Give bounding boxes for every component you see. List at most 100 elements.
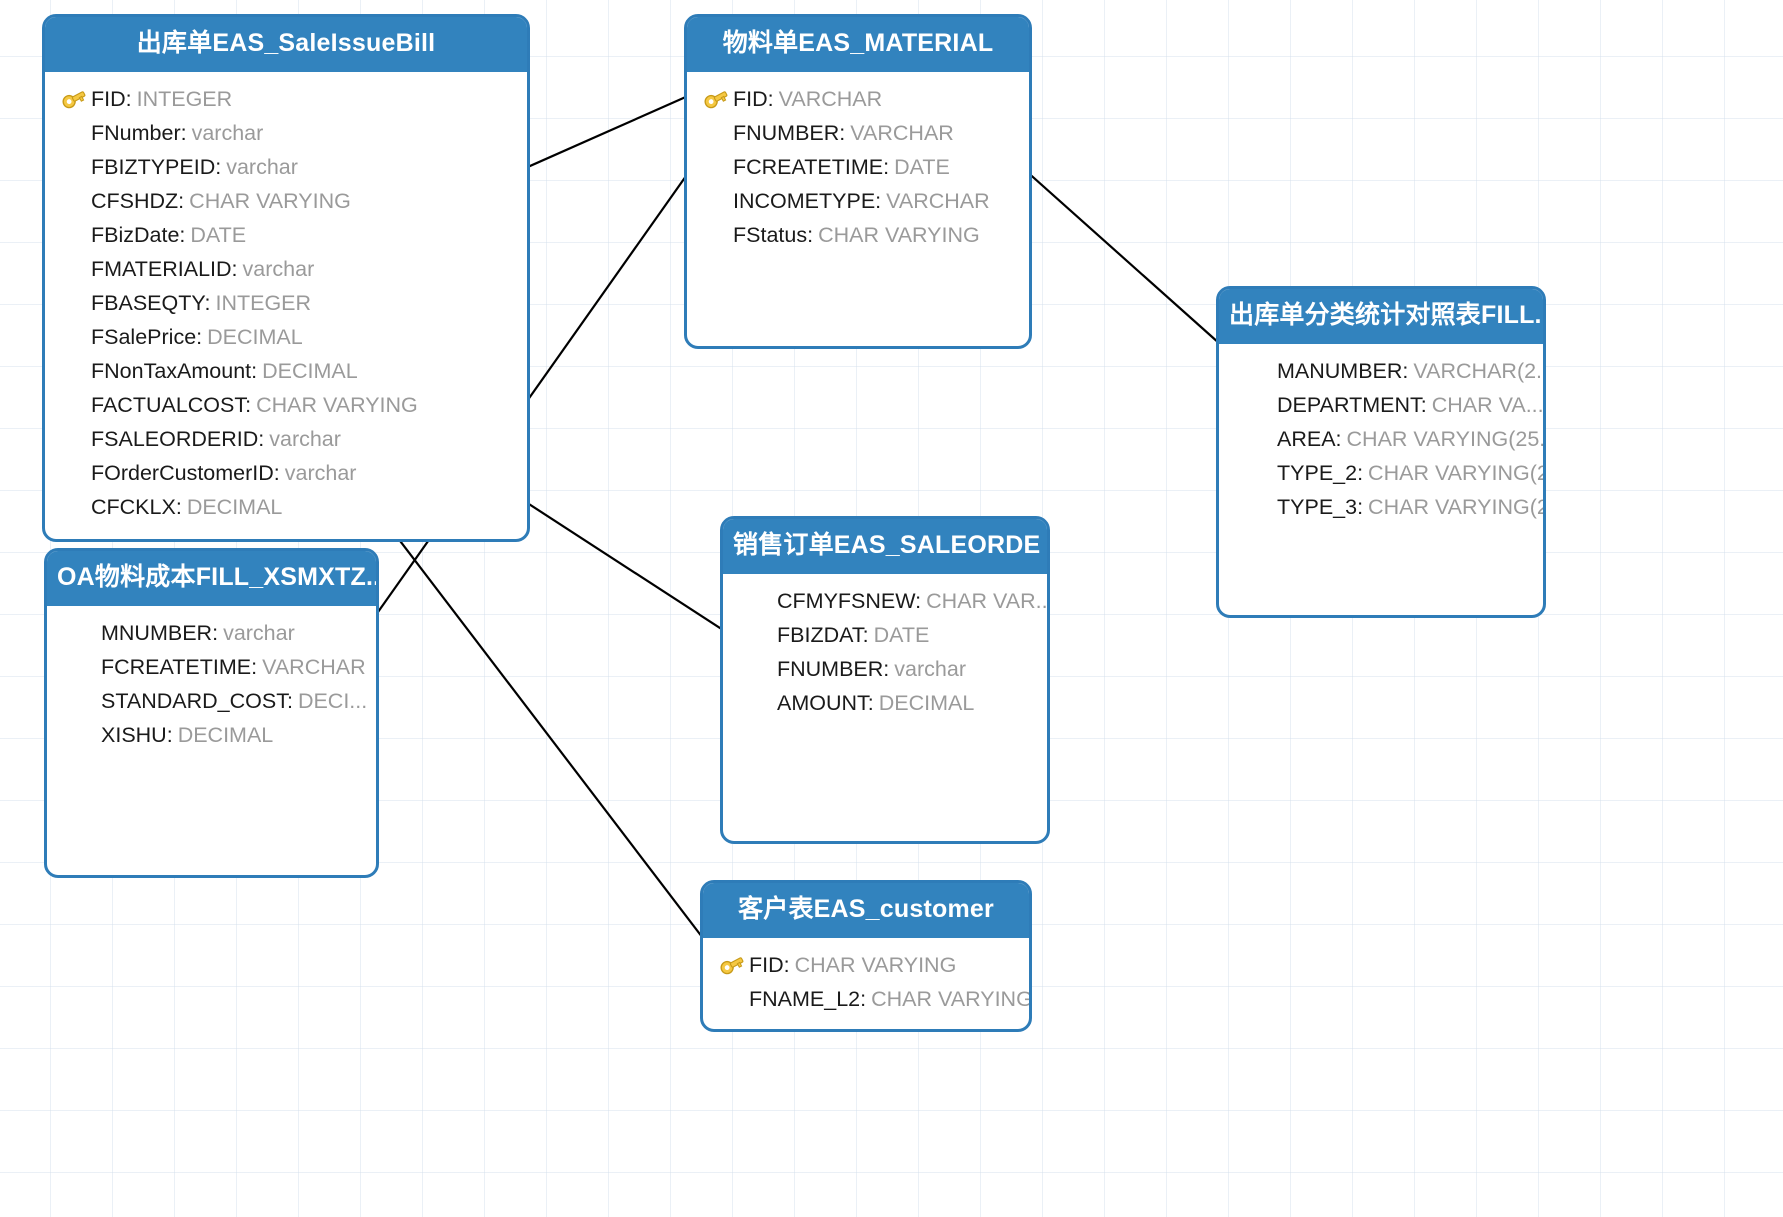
key-icon-placeholder [701, 122, 731, 144]
key-icon-placeholder [59, 360, 89, 382]
attribute-type: CHAR VARYING [256, 392, 418, 417]
attribute-row[interactable]: FNUMBER:VARCHAR [693, 116, 1023, 150]
key-icon-placeholder [59, 462, 89, 484]
attribute-row[interactable]: FID:INTEGER [51, 82, 521, 116]
attribute-name: TYPE_3: [1277, 494, 1364, 519]
attribute-row[interactable]: FID:VARCHAR [693, 82, 1023, 116]
attribute-type: varchar [223, 620, 295, 645]
attribute-name: FID: [91, 86, 132, 111]
attribute-row[interactable]: FBASEQTY:INTEGER [51, 286, 521, 320]
attribute-type: CHAR VA... [1431, 392, 1544, 417]
attribute-row[interactable]: FNonTaxAmount:DECIMAL [51, 354, 521, 388]
key-icon-placeholder [745, 624, 775, 646]
attribute-row[interactable]: MNUMBER:varchar [61, 616, 370, 650]
entity-saleorder[interactable]: 销售订单EAS_SALEORDE CFMYFSNEW:CHAR VAR...FB… [720, 516, 1050, 844]
attribute-name: INCOMETYPE: [733, 188, 882, 213]
attribute-type: CHAR VARYING(2... [1368, 494, 1546, 519]
attribute-type: CHAR VARYING [794, 952, 957, 977]
attribute-row[interactable]: FMATERIALID:varchar [51, 252, 521, 286]
attribute-type: CHAR VAR... [926, 588, 1050, 613]
attribute-name: FBizDate: [91, 222, 186, 247]
attribute-name: FBIZTYPEID: [91, 154, 222, 179]
attribute-name: FMATERIALID: [91, 256, 238, 281]
primary-key-icon [717, 954, 747, 976]
key-icon-placeholder [59, 394, 89, 416]
attribute-name: FNumber: [91, 120, 187, 145]
attribute-row[interactable]: FOrderCustomerID:varchar [51, 456, 521, 490]
key-icon-placeholder [1245, 360, 1275, 382]
attribute-name: CFMYFSNEW: [777, 588, 922, 613]
key-icon-placeholder [1245, 428, 1275, 450]
attribute-row[interactable]: CFMYFSNEW:CHAR VAR... [737, 584, 1047, 618]
attribute-row[interactable]: DEPARTMENT:CHAR VA... [1237, 388, 1543, 422]
entity-title: 销售订单EAS_SALEORDE [723, 519, 1047, 574]
key-icon-placeholder [59, 190, 89, 212]
attribute-row[interactable]: CFSHDZ:CHAR VARYING [51, 184, 521, 218]
key-icon-placeholder [59, 326, 89, 348]
key-icon-placeholder [59, 292, 89, 314]
entity-fill-compare-table[interactable]: 出库单分类统计对照表FILL... MANUMBER:VARCHAR(2...D… [1216, 286, 1546, 618]
primary-key-icon [701, 88, 731, 110]
key-icon-placeholder [745, 590, 775, 612]
attribute-row[interactable]: CFCKLX:DECIMAL [51, 490, 521, 524]
attribute-row[interactable]: AMOUNT:DECIMAL [737, 686, 1041, 720]
attribute-type: DATE [894, 154, 950, 179]
attribute-row[interactable]: FSALEORDERID:varchar [51, 422, 521, 456]
attribute-row[interactable]: FBizDate:DATE [51, 218, 521, 252]
attribute-type: DECIMAL [177, 722, 274, 747]
attribute-type: VARCHAR [886, 188, 990, 213]
attribute-row[interactable]: MANUMBER:VARCHAR(2... [1237, 354, 1543, 388]
attribute-name: AREA: [1277, 426, 1342, 451]
attribute-name: FID: [749, 952, 790, 977]
attribute-type: DECI... [297, 688, 368, 713]
attribute-name: AMOUNT: [777, 690, 874, 715]
attribute-row[interactable]: INCOMETYPE:VARCHAR [693, 184, 1023, 218]
primary-key-icon [59, 88, 89, 110]
attribute-type: CHAR VARYING(25... [1346, 426, 1546, 451]
attribute-row[interactable]: FStatus:CHAR VARYING [693, 218, 1023, 252]
attribute-row[interactable]: TYPE_3:CHAR VARYING(2... [1237, 490, 1543, 524]
attribute-row[interactable]: FCREATETIME:DATE [693, 150, 1023, 184]
attribute-type: DECIMAL [207, 324, 303, 349]
attribute-row[interactable]: FID:CHAR VARYING [709, 948, 1023, 982]
attribute-type: VARCHAR [262, 654, 366, 679]
attribute-type: VARCHAR [778, 86, 883, 111]
attribute-name: FNUMBER: [733, 120, 846, 145]
attribute-row[interactable]: FBIZDAT:DATE [737, 618, 1041, 652]
entity-title: 物料单EAS_MATERIAL [687, 17, 1029, 72]
attribute-type: DECIMAL [262, 358, 358, 383]
entity-title: OA物料成本FILL_XSMXTZ... [47, 551, 376, 606]
attribute-row[interactable]: STANDARD_COST:DECI... [61, 684, 370, 718]
key-icon-placeholder [69, 656, 99, 678]
attribute-row[interactable]: AREA:CHAR VARYING(25... [1237, 422, 1543, 456]
attribute-row[interactable]: FNumber:varchar [51, 116, 521, 150]
key-icon-placeholder [717, 988, 747, 1010]
attribute-type: DATE [190, 222, 247, 247]
attribute-type: varchar [226, 154, 298, 179]
attribute-name: FSALEORDERID: [91, 426, 265, 451]
attribute-row[interactable]: FACTUALCOST:CHAR VARYING [51, 388, 521, 422]
attribute-type: varchar [284, 460, 357, 485]
attribute-name: FBASEQTY: [91, 290, 211, 315]
attribute-row[interactable]: FNUMBER:varchar [737, 652, 1041, 686]
attribute-row[interactable]: FSalePrice:DECIMAL [51, 320, 521, 354]
attribute-name: CFSHDZ: [91, 188, 185, 213]
attribute-row[interactable]: FNAME_L2:CHAR VARYING [709, 982, 1029, 1016]
attribute-row[interactable]: TYPE_2:CHAR VARYING(2... [1237, 456, 1543, 490]
attribute-type: CHAR VARYING [871, 986, 1032, 1011]
attribute-name: STANDARD_COST: [101, 688, 293, 713]
entity-title: 出库单分类统计对照表FILL... [1219, 289, 1543, 344]
attribute-row[interactable]: FBIZTYPEID:varchar [51, 150, 521, 184]
attribute-row[interactable]: XISHU:DECIMAL [61, 718, 370, 752]
key-icon-placeholder [59, 428, 89, 450]
attribute-type: VARCHAR(2... [1413, 358, 1546, 383]
attribute-row[interactable]: FCREATETIME:VARCHAR [61, 650, 370, 684]
